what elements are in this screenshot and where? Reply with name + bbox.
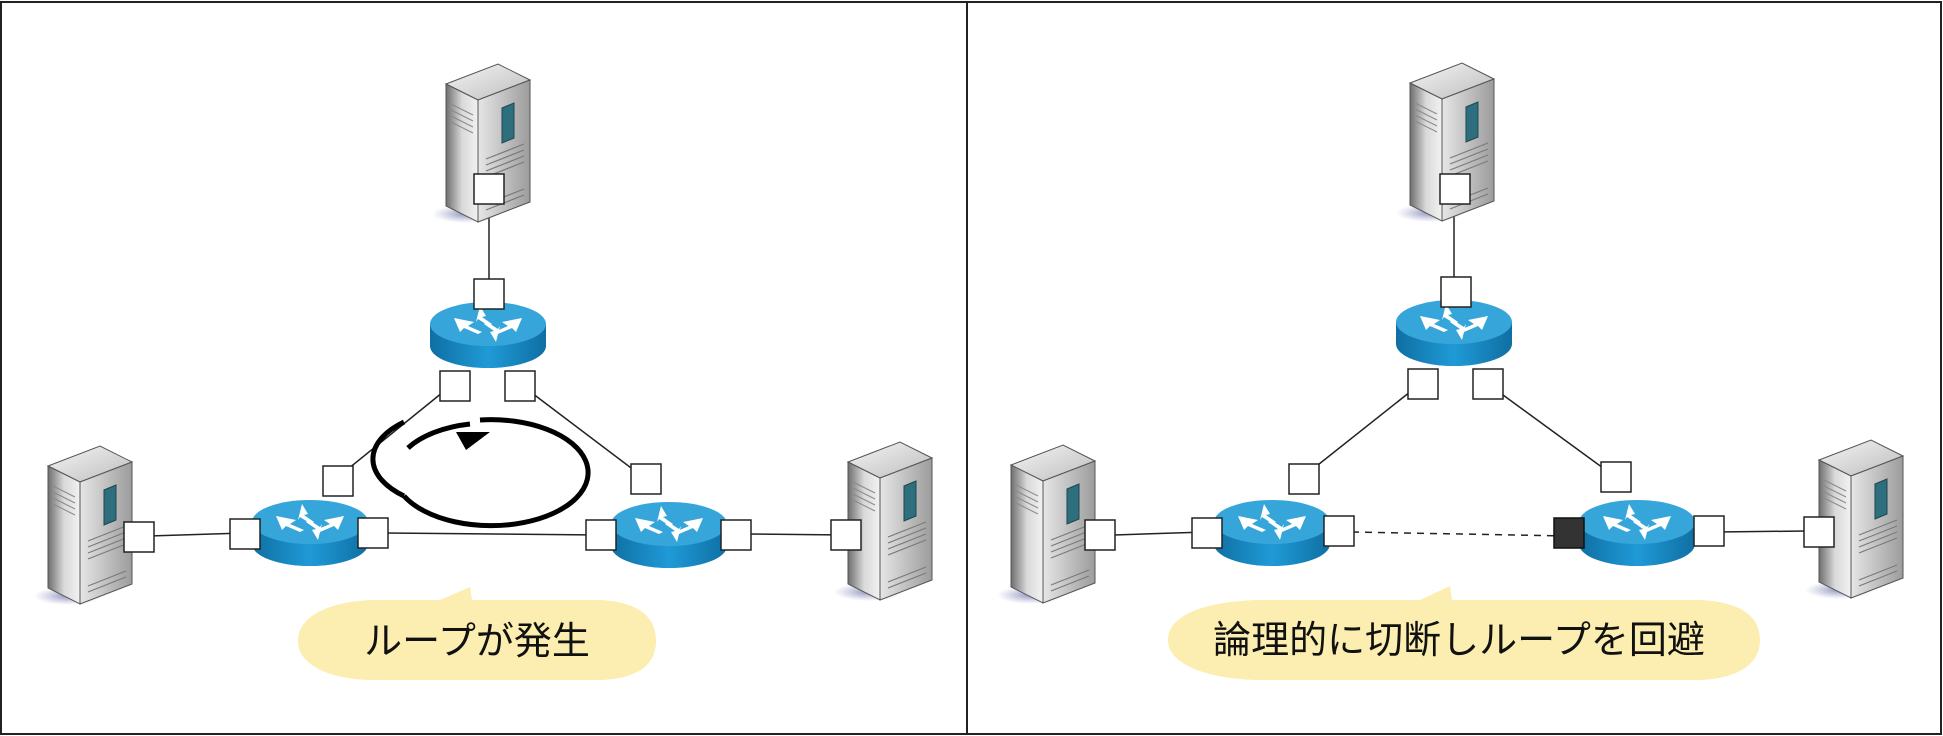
port-icon: [229, 518, 261, 550]
port-icon: [123, 521, 155, 553]
port-icon: [1288, 463, 1320, 495]
right-ports: [1084, 173, 1835, 551]
port-icon: [439, 370, 471, 402]
port-icon: [322, 465, 354, 497]
clockwise-loop-arrow-icon: [370, 417, 591, 529]
port-icon: [1600, 461, 1632, 493]
router-icon: [1214, 500, 1330, 566]
right-links: [1113, 199, 1807, 536]
port-icon: [473, 278, 505, 310]
blocked-link-dashed: [1351, 531, 1569, 537]
port-icon: [357, 517, 389, 549]
port-icon: [1440, 276, 1472, 308]
server-icon: [33, 445, 133, 606]
left-caption: ループが発生: [364, 619, 590, 663]
port-icon: [830, 519, 862, 551]
router-icon: [430, 302, 546, 368]
left-panel: ループが発生: [33, 63, 933, 680]
port-icon: [1472, 368, 1504, 400]
port-icon: [1323, 515, 1355, 547]
left-links: [148, 200, 847, 537]
port-icon: [1803, 516, 1835, 548]
right-panel: 論理的に切断しループを回避: [996, 62, 1904, 680]
port-icon: [1439, 173, 1471, 205]
port-icon: [1693, 515, 1725, 547]
server-icon: [996, 444, 1096, 605]
port-icon: [1407, 368, 1439, 400]
left-ports: [123, 173, 862, 553]
port-icon: [720, 519, 752, 551]
port-icon: [585, 519, 617, 551]
router-icon: [611, 502, 727, 568]
blocked-port-icon: [1553, 517, 1585, 549]
router-icon: [1396, 300, 1512, 366]
right-caption: 論理的に切断しループを回避: [1213, 618, 1705, 662]
port-icon: [630, 463, 662, 495]
left-caption-bubble: ループが発生: [298, 587, 656, 680]
port-icon: [473, 173, 505, 205]
router-icon: [252, 500, 368, 566]
port-icon: [504, 370, 536, 402]
port-icon: [1191, 517, 1223, 549]
port-icon: [1084, 519, 1116, 551]
router-icon: [1579, 500, 1695, 566]
right-caption-bubble: 論理的に切断しループを回避: [1168, 586, 1760, 680]
